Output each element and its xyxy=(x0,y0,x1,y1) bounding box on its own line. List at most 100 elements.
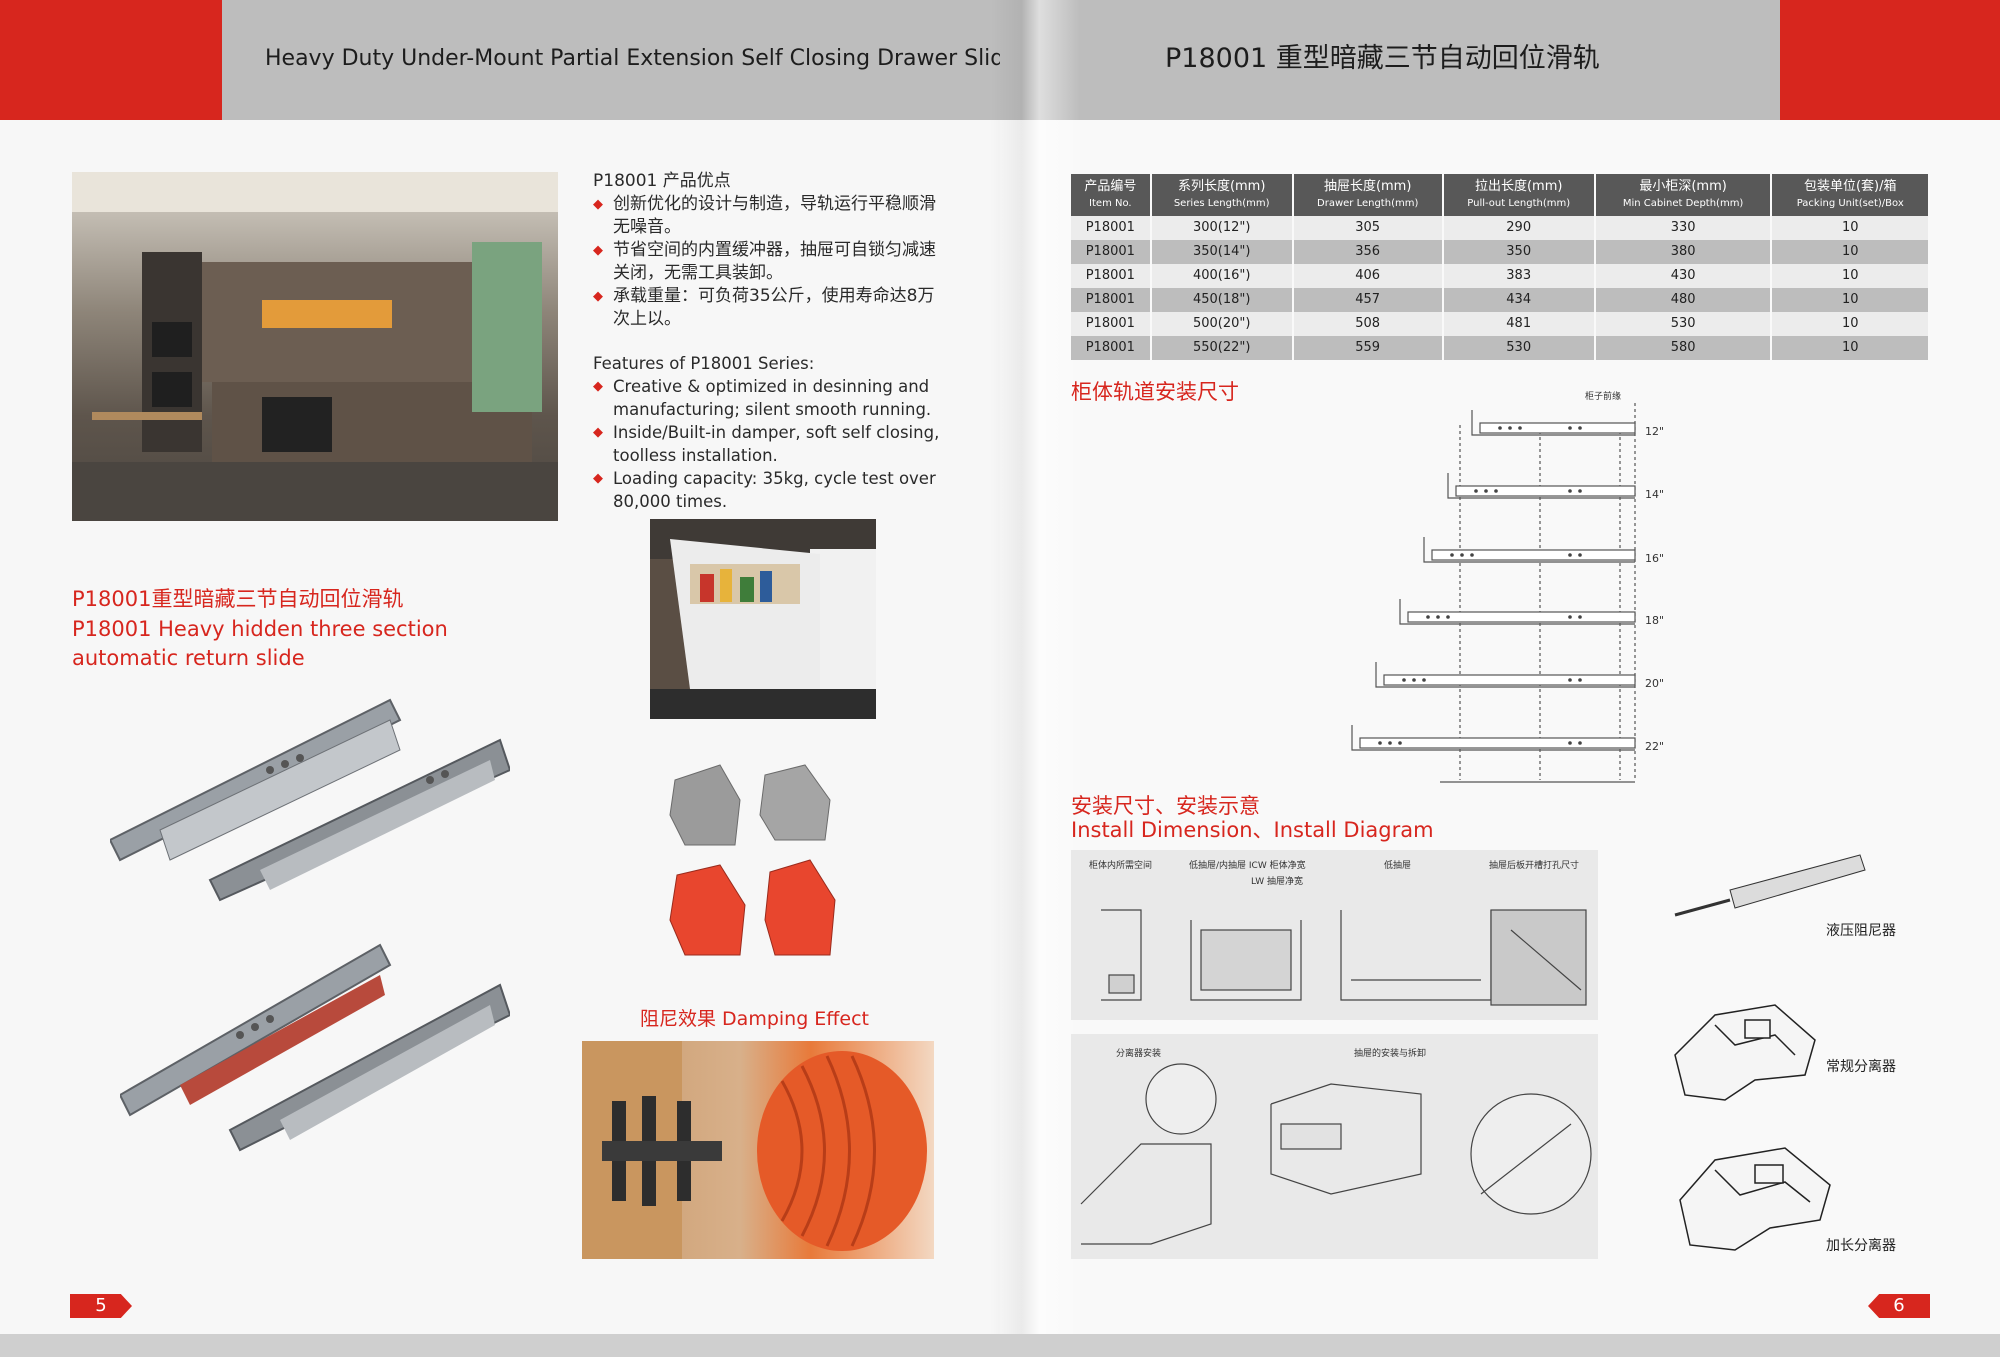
diagram-label: 低抽屉/内抽屉 ICW 柜体净宽 xyxy=(1189,861,1306,871)
rail-size-label: 18" xyxy=(1645,614,1665,627)
table-cell: 434 xyxy=(1442,288,1596,312)
table-cell: 550(22") xyxy=(1150,336,1294,360)
rail-size-label: 22" xyxy=(1645,740,1665,753)
left-red-block xyxy=(0,0,222,120)
feature-item: Loading capacity: 35kg, cycle test over … xyxy=(593,467,953,513)
diagram-label: 分离器安装 xyxy=(1116,1049,1162,1059)
diagram-label: 低抽屉 xyxy=(1384,861,1412,871)
features-block: Features of P18001 Series: Creative & op… xyxy=(593,352,953,513)
kitchen-photo xyxy=(72,172,558,521)
table-header-cell: 拉出长度(mm)Pull-out Length(mm) xyxy=(1442,174,1596,216)
part-label-damper: 液压阻尼器 xyxy=(1826,923,1896,939)
page-number-left: 5 xyxy=(70,1294,132,1318)
rail-section-title: 柜体轨道安装尺寸 xyxy=(1071,380,1239,404)
install-removal-drawing xyxy=(1080,1063,1592,1245)
install-dimension-drawing xyxy=(1101,909,1587,1006)
left-header-title: Heavy Duty Under-Mount Partial Extension… xyxy=(265,46,1000,71)
locking-device-parts-image xyxy=(665,760,845,970)
table-cell: P18001 xyxy=(1071,264,1152,288)
table-cell: 481 xyxy=(1442,312,1596,336)
table-cell: 10 xyxy=(1771,336,1928,360)
rail-diagram-drawing xyxy=(1351,403,1636,783)
table-cell: 559 xyxy=(1292,336,1444,360)
table-cell: P18001 xyxy=(1071,288,1152,312)
table-cell: 480 xyxy=(1594,288,1773,312)
page-number-right: 6 xyxy=(1868,1294,1930,1318)
table-cell: 430 xyxy=(1594,264,1773,288)
damping-effect-image xyxy=(582,1041,934,1259)
install-title-en: Install Dimension、Install Diagram xyxy=(1071,818,1434,842)
diagram-label: 抽屉的安装与拆卸 xyxy=(1354,1049,1427,1059)
table-cell: 10 xyxy=(1771,240,1928,264)
caption-auto-en-1: P18001 Heavy hidden three section xyxy=(72,617,448,641)
part-label-standard-separator: 常规分离器 xyxy=(1826,1059,1896,1075)
advantages-title: P18001 产品优点 xyxy=(593,171,731,191)
drawer-photo xyxy=(650,519,876,719)
table-cell: 508 xyxy=(1292,312,1444,336)
table-cell: 350 xyxy=(1442,240,1596,264)
table-cell: P18001 xyxy=(1071,240,1152,264)
table-cell: P18001 xyxy=(1071,336,1152,360)
diagram-label: LW 抽屉净宽 xyxy=(1251,877,1303,887)
extended-separator-image xyxy=(1670,1140,1840,1255)
bottom-bar xyxy=(0,1334,2000,1357)
table-cell: 290 xyxy=(1442,216,1596,240)
table-cell: 400(16") xyxy=(1150,264,1294,288)
caption-auto-en-2: automatic return slide xyxy=(72,646,305,670)
rail-dimension-diagram: 柜子前缘 12" 14" 16" 18" 20" 22" xyxy=(1340,385,1670,790)
table-cell: 450(18") xyxy=(1150,288,1294,312)
advantage-item: 创新优化的设计与制造，导轨运行平稳顺滑无噪音。 xyxy=(593,193,943,239)
rail-size-label: 20" xyxy=(1645,677,1665,690)
rail-size-label: 12" xyxy=(1645,425,1665,438)
left-header-band xyxy=(222,0,1000,120)
rail-size-label: 16" xyxy=(1645,552,1665,565)
table-cell: 300(12") xyxy=(1150,216,1294,240)
table-cell: P18001 xyxy=(1071,312,1152,336)
rail-front-label: 柜子前缘 xyxy=(1585,392,1622,402)
feature-item: Inside/Built-in damper, soft self closin… xyxy=(593,421,953,467)
right-red-block xyxy=(1780,0,2000,120)
install-title-cn: 安装尺寸、安装示意 xyxy=(1071,794,1260,818)
install-dimension-diagram: 柜体内所需空间 低抽屉/内抽屉 ICW 柜体净宽 LW 抽屉净宽 低抽屉 抽屉后… xyxy=(1071,850,1598,1020)
features-title: Features of P18001 Series: xyxy=(593,354,815,373)
table-cell: 305 xyxy=(1292,216,1444,240)
table-cell: 356 xyxy=(1292,240,1444,264)
advantages-block: P18001 产品优点 创新优化的设计与制造，导轨运行平稳顺滑无噪音。 节省空间… xyxy=(593,170,943,331)
table-cell: 10 xyxy=(1771,264,1928,288)
left-page: Heavy Duty Under-Mount Partial Extension… xyxy=(0,0,1000,1357)
table-cell: 530 xyxy=(1594,312,1773,336)
damping-caption: 阻尼效果 Damping Effect xyxy=(640,1008,869,1030)
rail-size-label: 14" xyxy=(1645,488,1665,501)
standard-separator-image xyxy=(1665,995,1825,1105)
table-cell: 383 xyxy=(1442,264,1596,288)
table-header-cell: 最小柜深(mm)Min Cabinet Depth(mm) xyxy=(1594,174,1773,216)
advantage-item: 承载重量：可负荷35公斤，使用寿命达8万次上以。 xyxy=(593,285,943,331)
table-header-cell: 系列长度(mm)Series Length(mm) xyxy=(1150,174,1294,216)
advantage-item: 节省空间的内置缓冲器，抽屉可自锁匀减速关闭，无需工具装卸。 xyxy=(593,239,943,285)
auto-return-slide-image xyxy=(110,690,510,920)
table-cell: 10 xyxy=(1771,288,1928,312)
table-cell: P18001 xyxy=(1071,216,1152,240)
install-removal-diagram: 分离器安装 抽屉的安装与拆卸 xyxy=(1071,1034,1598,1259)
table-cell: 457 xyxy=(1292,288,1444,312)
table-cell: 580 xyxy=(1594,336,1773,360)
table-cell: 10 xyxy=(1771,216,1928,240)
table-cell: 380 xyxy=(1594,240,1773,264)
table-cell: 500(20") xyxy=(1150,312,1294,336)
table-cell: 530 xyxy=(1442,336,1596,360)
diagram-label: 柜体内所需空间 xyxy=(1089,861,1153,871)
part-label-extended-separator: 加长分离器 xyxy=(1826,1238,1896,1254)
diagram-label: 抽屉后板开槽打孔尺寸 xyxy=(1489,861,1580,871)
table-cell: 10 xyxy=(1771,312,1928,336)
rebound-slide-image xyxy=(120,935,510,1155)
